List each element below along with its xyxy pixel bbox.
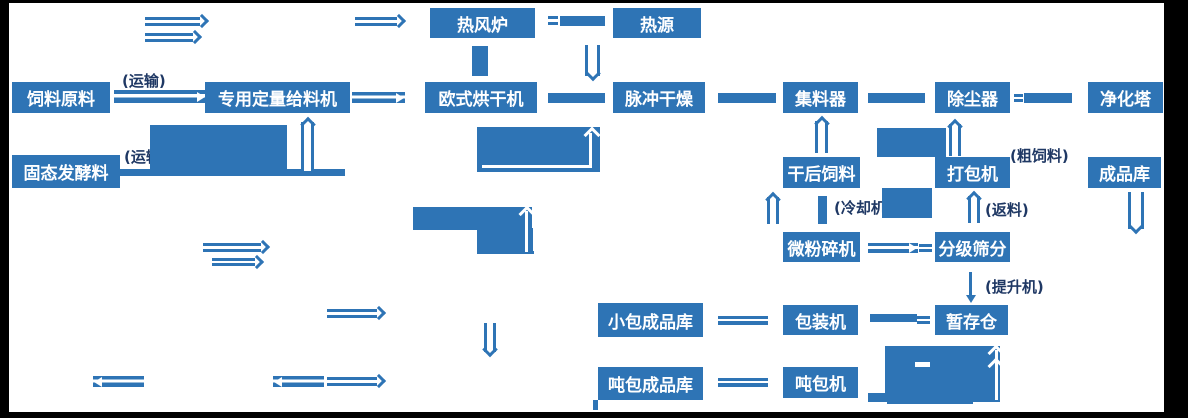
node-ton-bag-warehouse: 吨包成品库 [598, 367, 703, 400]
connector-dryer-to-pulse [548, 93, 605, 103]
blue-block-dryer-arrow-line-v [589, 133, 592, 168]
connector-dustremover-to-tower [1024, 93, 1072, 103]
node-micro-pulverizer: 微粉碎机 [783, 232, 860, 262]
node-purification-tower: 净化塔 [1088, 82, 1163, 113]
arrow-up-to-dustremover [949, 124, 961, 156]
arrow-heatsource-down [585, 45, 600, 76]
thin-line-center [477, 251, 534, 254]
connector-dash-furnace [548, 16, 558, 25]
arrow-screen-down-to-tempbin [969, 272, 972, 296]
node-feed-raw-material: 饲料原料 [12, 82, 110, 113]
node-dried-feed: 干后饲料 [783, 157, 860, 188]
node-ton-bagging-machine: 吨包机 [783, 367, 858, 398]
connector-furnace-to-dryer [472, 46, 488, 76]
frame-top [0, 0, 1188, 3]
node-pulse-drying: 脉冲干燥 [613, 82, 705, 113]
arrow-pulverizer-up-to-driedfeed [767, 197, 779, 224]
node-grading-screen: 分级筛分 [935, 232, 1010, 262]
blue-block-bottomright [885, 346, 1000, 402]
connector-packer-to-smallbag [718, 316, 768, 325]
node-dedicated-quantitative-feeder: 专用定量给料机 [205, 82, 350, 113]
node-dust-remover: 除尘器 [935, 82, 1010, 113]
blue-block-dryer-arrow-line-h [482, 165, 592, 168]
thin-line-bottomright [887, 401, 973, 404]
arrow-left-bottom-1 [93, 376, 144, 387]
arrow-topleft-1 [145, 17, 200, 26]
blue-block-dryer-area [477, 127, 600, 172]
arrow-pulverizer-to-screen [868, 243, 918, 253]
arrow-top-3 [355, 17, 397, 26]
arrow-finishedwarehouse-down [1128, 192, 1144, 229]
connector-driedfeed-down [818, 196, 827, 224]
node-packaging-machine: 包装机 [783, 305, 858, 335]
node-temporary-storage-bin: 暂存仓 [935, 305, 1008, 335]
arrow-left-bottom-2 [273, 376, 324, 387]
label-elevator: (提升机) [985, 278, 1044, 296]
blue-block-collector-stub [935, 145, 946, 159]
arrow-midleft-2 [212, 258, 255, 266]
node-heat-source: 热源 [613, 8, 701, 38]
connector-tonpacker-to-tonbag [718, 378, 768, 387]
frame-left [0, 0, 9, 418]
node-solid-fermented-feed: 固态发酵料 [12, 155, 120, 188]
blue-block-feeder-area [150, 125, 287, 172]
arrow-screen-up-to-baler [968, 196, 980, 223]
arrow-fermented-up-to-feeder [301, 122, 314, 171]
arrow-midleft-1 [203, 243, 261, 252]
node-european-dryer: 欧式烘干机 [425, 82, 537, 113]
connector-collector-to-dustremover [868, 93, 925, 103]
blue-block-collector-area [877, 128, 946, 157]
node-finished-goods-warehouse: 成品库 [1088, 157, 1161, 188]
blue-block-bottomright-notch [915, 362, 930, 367]
connector-dash-screen [919, 244, 932, 252]
label-cooler: (冷却机) [834, 199, 893, 217]
arrow-right-mid-bottom [327, 309, 377, 318]
blue-block-cooler-area [882, 188, 932, 218]
connector-packer-to-tempbin [870, 314, 917, 322]
node-hot-air-furnace: 热风炉 [430, 8, 535, 38]
node-collector: 集料器 [783, 82, 858, 113]
blue-block-center-2 [477, 228, 533, 252]
connector-pulse-to-collector [718, 93, 776, 103]
blue-block-bottomright-line-v [995, 350, 998, 400]
label-transport-1: (运输) [122, 72, 166, 90]
connector-fermented-line [113, 169, 345, 176]
node-small-bag-warehouse: 小包成品库 [598, 303, 703, 337]
frame-right [1164, 0, 1188, 418]
label-return-material: (返料) [985, 201, 1029, 219]
arrow-down-mid-bottom [484, 323, 496, 352]
arrow-driedfeed-up-to-collector [815, 121, 828, 153]
label-coarse-feed: (粗饲料) [1010, 147, 1069, 165]
connector-furnace-to-heatsource [560, 16, 605, 26]
blue-block-center-arrow-line [525, 211, 528, 252]
connector-dash-tempbin [917, 316, 930, 324]
blue-block-center-1 [413, 207, 532, 230]
node-baler: 打包机 [935, 157, 1010, 188]
tick-below-tonbag-warehouse [593, 400, 598, 410]
arrow-topleft-2 [145, 33, 193, 42]
arrow-right-bottom [327, 377, 377, 386]
frame-bottom [0, 412, 1188, 418]
arrow-rawmaterial-to-feeder [114, 90, 206, 103]
connector-dash-dust [1014, 94, 1023, 102]
blue-block-bottomright-stub [868, 393, 885, 402]
arrow-feeder-to-dryer [352, 92, 405, 103]
